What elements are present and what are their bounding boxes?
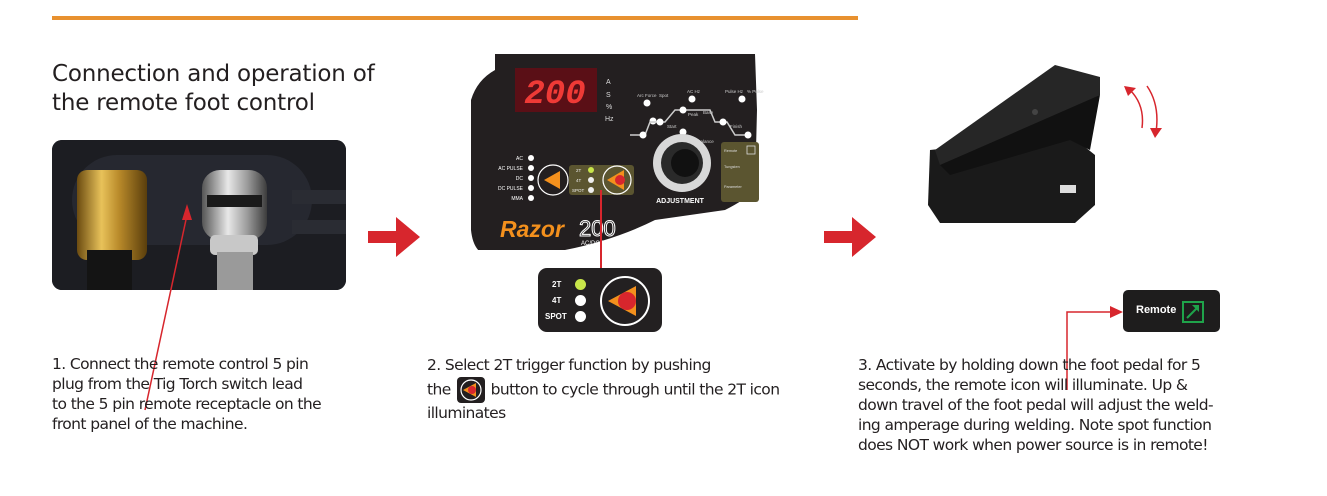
- pointer-line-1: [144, 204, 192, 411]
- step-3-line: ing amperage during welding. Note spot f…: [858, 416, 1212, 434]
- led-2t: [575, 279, 586, 290]
- next-arrow-icon-2: [824, 217, 876, 257]
- step-1-line: plug from the Tig Torch switch lead: [52, 375, 303, 393]
- svg-text:Tungsten: Tungsten: [724, 165, 740, 169]
- svg-text:S: S: [606, 92, 611, 99]
- svg-text:Base: Base: [703, 110, 714, 115]
- svg-text:2T: 2T: [576, 168, 582, 173]
- svg-text:DC PULSE: DC PULSE: [498, 186, 524, 192]
- svg-text:Spot: Spot: [659, 93, 669, 98]
- display-readout: 200: [524, 76, 585, 114]
- svg-text:Hz: Hz: [605, 116, 614, 123]
- svg-text:200: 200: [579, 216, 616, 241]
- led-4t: [575, 295, 586, 306]
- title-line-2: the remote foot control: [52, 90, 315, 116]
- svg-text:DC: DC: [516, 176, 524, 182]
- foot-pedal-photo: [910, 55, 1180, 225]
- svg-text:4T: 4T: [576, 178, 582, 183]
- svg-text:AC PULSE: AC PULSE: [498, 166, 523, 172]
- step-1-line: 1. Connect the remote control 5 pin: [52, 355, 309, 373]
- step-1-text: 1. Connect the remote control 5 pin plug…: [52, 354, 382, 434]
- accent-rule: [52, 16, 858, 20]
- svg-text:Parameter: Parameter: [724, 185, 742, 189]
- step-3-line: down travel of the foot pedal will adjus…: [858, 396, 1214, 414]
- trigger-button[interactable]: [598, 274, 652, 328]
- next-arrow-icon: [368, 217, 420, 257]
- step-3-text: 3. Activate by holding down the foot ped…: [858, 355, 1327, 455]
- adjustment-label: ADJUSTMENT: [656, 198, 705, 205]
- trigger-button-inline-icon: [456, 377, 485, 403]
- svg-text:%: %: [606, 104, 612, 111]
- step-3-line: seconds, the remote icon will illuminate…: [858, 376, 1188, 394]
- pointer-line-3: [1066, 306, 1123, 390]
- mode-4t-label: 4T: [552, 296, 562, 305]
- mode-spot-label: SPOT: [545, 312, 567, 321]
- svg-text:SPOT: SPOT: [572, 188, 585, 193]
- svg-text:Arc Force: Arc Force: [637, 93, 657, 98]
- svg-text:AC Hz: AC Hz: [687, 89, 701, 94]
- svg-text:AC Balance: AC Balance: [690, 139, 714, 144]
- svg-text:Peak: Peak: [688, 112, 699, 117]
- step-3-line: 3. Activate by holding down the foot ped…: [858, 356, 1201, 374]
- svg-text:AC: AC: [516, 156, 523, 162]
- trigger-mode-zoom: 2T 4T SPOT: [538, 268, 662, 332]
- led-spot: [575, 311, 586, 322]
- remote-label: Remote: [1136, 304, 1177, 316]
- remote-icon: [1182, 301, 1204, 323]
- svg-text:Pulse Hz: Pulse Hz: [725, 89, 744, 94]
- svg-text:Finish: Finish: [730, 124, 743, 129]
- up-down-arrows-icon: [1124, 85, 1162, 138]
- svg-text:AC/DC Pulse: AC/DC Pulse: [581, 241, 617, 247]
- step-2-line-pre: the: [427, 380, 451, 399]
- step-2-line: illuminates: [427, 404, 506, 422]
- step-2-line-post: button to cycle through until the 2T ico…: [490, 380, 780, 399]
- step-2-text: 2. Select 2T trigger function by pushing…: [427, 355, 847, 423]
- svg-text:% Pulse: % Pulse: [747, 89, 764, 94]
- svg-text:A: A: [606, 79, 611, 86]
- step-1-line: to the 5 pin remote receptacle on the: [52, 395, 322, 413]
- title-line-1: Connection and operation of: [52, 61, 375, 87]
- pointer-line-2: [600, 190, 602, 270]
- remote-receptacle-photo: [52, 140, 346, 290]
- page-title: Connection and operation of the remote f…: [52, 60, 375, 118]
- svg-text:Razor: Razor: [500, 216, 565, 242]
- step-3-line: does NOT work when power source is in re…: [858, 436, 1208, 454]
- step-1-line: front panel of the machine.: [52, 415, 248, 433]
- step-2-line: 2. Select 2T trigger function by pushing: [427, 356, 711, 374]
- svg-text:Start: Start: [667, 124, 677, 129]
- svg-text:MMA: MMA: [511, 196, 523, 202]
- svg-text:Remote: Remote: [724, 149, 737, 153]
- mode-2t-label: 2T: [552, 280, 562, 289]
